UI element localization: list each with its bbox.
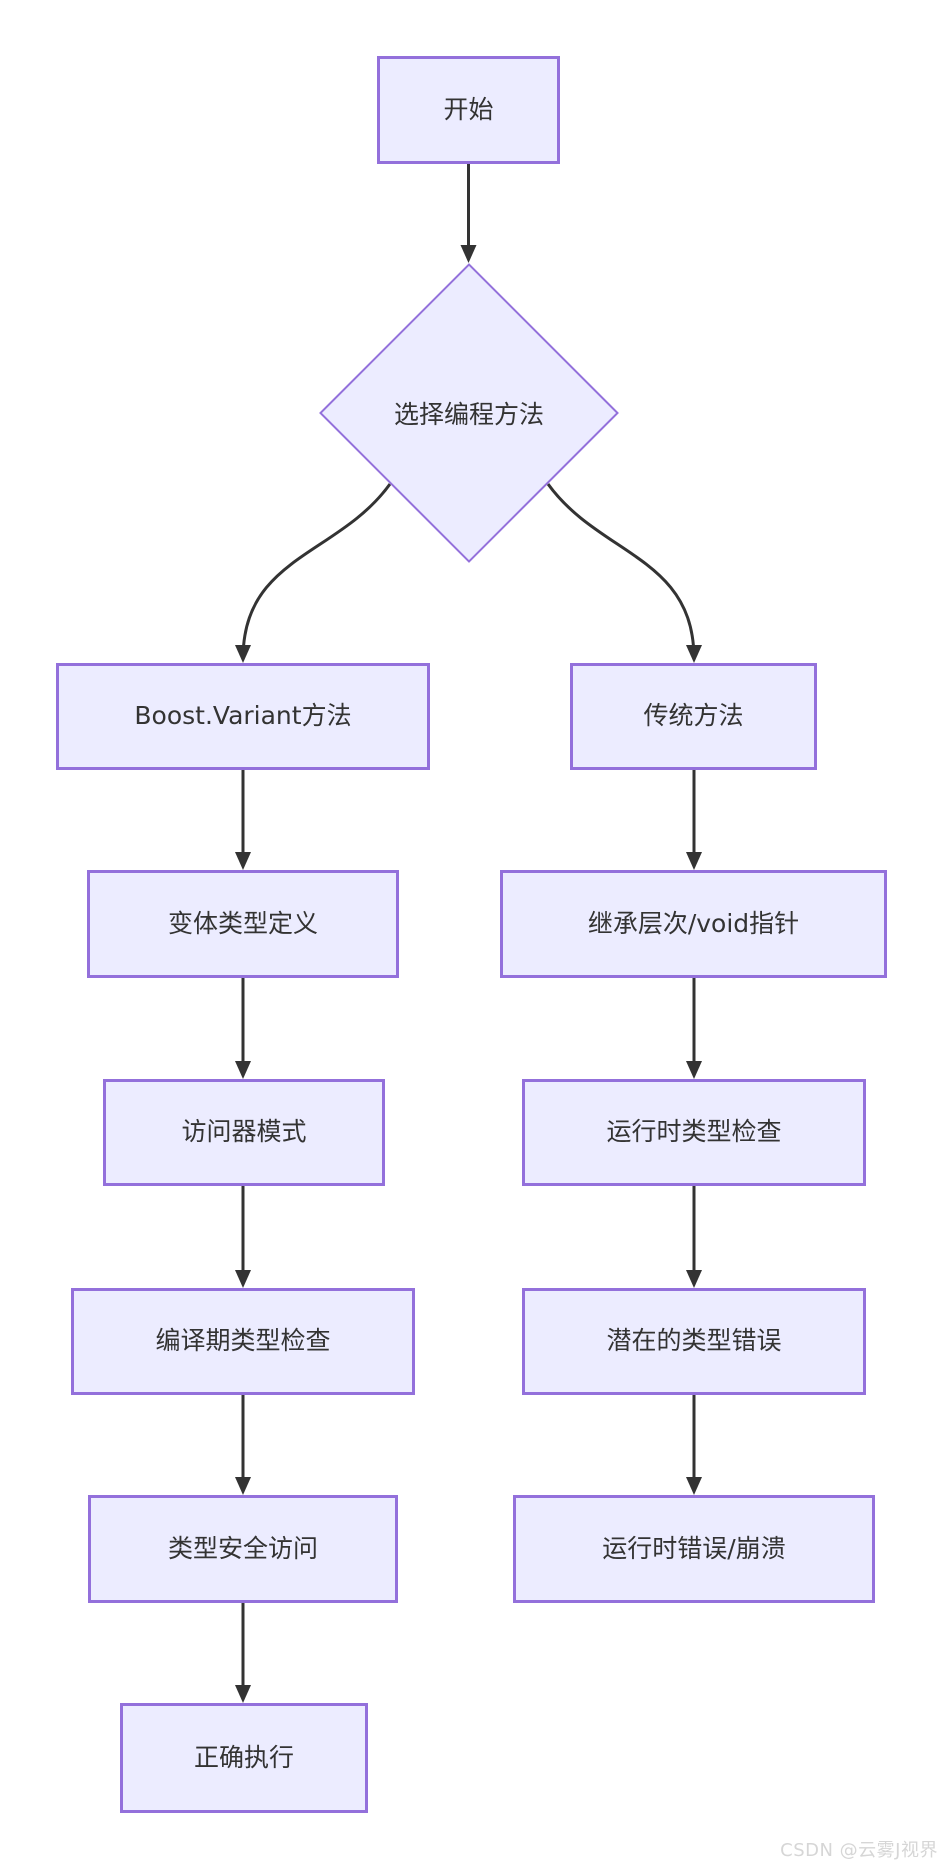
node-type-safe-access: 类型安全访问 [88, 1495, 398, 1603]
node-runtime-error-crash: 运行时错误/崩溃 [513, 1495, 875, 1603]
node-compile-time-type-check: 编译期类型检查 [71, 1288, 415, 1395]
decision-label: 选择编程方法 [393, 400, 544, 429]
node-boost-variant-method: Boost.Variant方法 [56, 663, 430, 770]
node-inheritance-void-pointer: 继承层次/void指针 [500, 870, 887, 978]
watermark: CSDN @云雾J视界 [780, 1840, 938, 1861]
node-runtime-type-check: 运行时类型检查 [522, 1079, 866, 1186]
node-decision: 选择编程方法 [319, 263, 619, 563]
node-traditional-method: 传统方法 [570, 663, 817, 770]
node-correct-execution: 正确执行 [120, 1703, 368, 1813]
node-potential-type-errors: 潜在的类型错误 [522, 1288, 866, 1395]
node-visitor-pattern: 访问器模式 [103, 1079, 385, 1186]
node-start: 开始 [377, 56, 560, 164]
node-variant-type-definition: 变体类型定义 [87, 870, 399, 978]
